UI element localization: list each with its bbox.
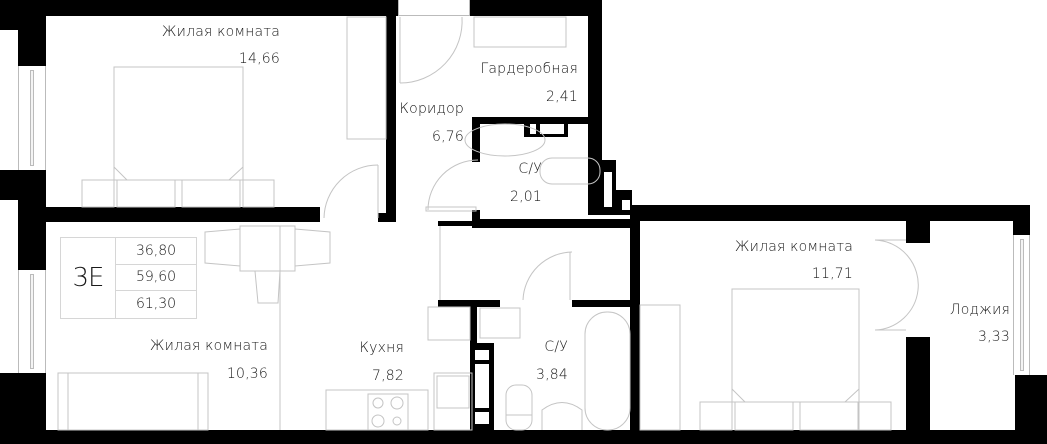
- wall: [470, 300, 477, 444]
- room-name: С/У: [544, 339, 568, 355]
- room-area: 3,33: [978, 329, 1010, 345]
- wall: [906, 337, 930, 444]
- room-name: Кухня: [359, 340, 404, 356]
- area-values: 36,80 59,60 61,30: [116, 238, 196, 318]
- room-name: Лоджия: [950, 302, 1010, 318]
- wall: [438, 221, 638, 226]
- room-name: Жилая комната: [149, 338, 268, 354]
- wall: [438, 300, 500, 307]
- wall: [475, 364, 489, 408]
- wall: [630, 205, 1030, 221]
- wall: [13, 430, 1047, 444]
- room-area: 2,41: [546, 89, 578, 105]
- wall: [604, 172, 612, 207]
- wall: [540, 124, 564, 134]
- total-area-value: 59,60: [116, 265, 196, 292]
- room-name: Жилая комната: [734, 239, 853, 255]
- room-name: Жилая комната: [161, 24, 280, 40]
- apartment-legend: 3E 36,80 59,60 61,30: [60, 237, 197, 319]
- window: [1013, 235, 1030, 375]
- wall: [588, 0, 602, 215]
- entrance-opening: [398, 0, 470, 16]
- wall: [386, 0, 396, 222]
- room-area: 11,71: [811, 266, 853, 282]
- room-name: С/У: [518, 161, 542, 177]
- wall: [572, 300, 638, 307]
- wall: [475, 350, 489, 360]
- wall: [378, 213, 396, 222]
- room-area: 2,01: [510, 189, 542, 205]
- living-area-value: 36,80: [116, 238, 196, 265]
- room-name: Гардеробная: [480, 61, 578, 77]
- room-area: 3,84: [536, 367, 568, 383]
- wall: [622, 200, 630, 210]
- wall: [630, 205, 640, 444]
- wall: [18, 0, 398, 16]
- apartment-code: 3E: [61, 238, 116, 318]
- wall: [1013, 205, 1030, 235]
- wall: [470, 0, 602, 16]
- room-area: 7,82: [372, 368, 404, 384]
- window: [18, 270, 46, 373]
- wall: [475, 412, 489, 424]
- wall: [472, 117, 480, 162]
- window: [18, 66, 46, 170]
- wall: [906, 221, 930, 243]
- total-area-loggia-value: 61,30: [135, 296, 177, 313]
- room-area: 14,66: [238, 51, 280, 67]
- room-area: 6,76: [432, 129, 464, 145]
- room-name: Коридор: [399, 101, 464, 117]
- room-area: 10,36: [226, 366, 268, 382]
- wall: [18, 207, 320, 222]
